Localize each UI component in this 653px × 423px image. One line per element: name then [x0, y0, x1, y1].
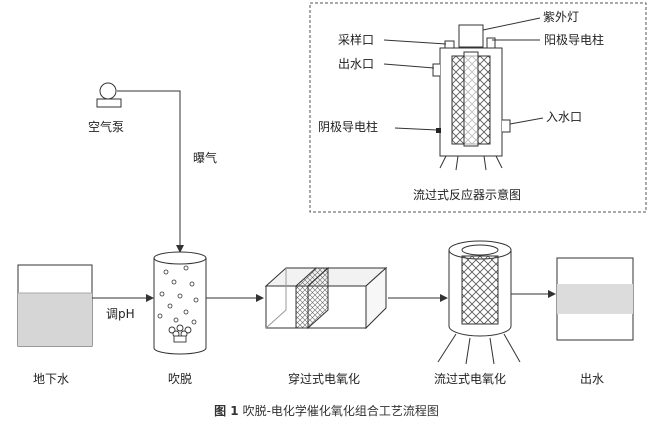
label-anode-column: 阳极导电柱: [544, 32, 604, 47]
label-water-inlet: 入水口: [546, 110, 582, 124]
leader-outlet: [383, 63, 435, 69]
label-adjust-ph: 调pH: [106, 307, 135, 321]
label-cathode-column: 阴极导电柱: [318, 119, 378, 134]
label-air-pump: 空气泵: [88, 119, 124, 134]
stripping-column-top: [153, 251, 207, 265]
groundwater-level: [18, 293, 92, 346]
cathode-terminal: [436, 128, 441, 133]
inlet-nozzle: [502, 119, 511, 133]
label-effluent: 出水: [580, 372, 604, 386]
flow-by-reactor: 流过式电氧化: [434, 240, 521, 386]
label-flow-by-electro: 流过式电氧化: [434, 372, 506, 386]
reactor-inner-top: [461, 244, 499, 256]
reactor-legs: [439, 155, 503, 171]
box-side: [365, 266, 387, 330]
flow-through-reactor: 穿过式电氧化: [264, 266, 388, 386]
label-groundwater: 地下水: [33, 372, 69, 386]
aerator-diffuser: [168, 324, 192, 343]
figure-caption-text: 吹脱-电化学催化氧化组合工艺流程图: [242, 404, 439, 418]
label-flow-through-electro: 穿过式电氧化: [288, 371, 360, 386]
leader-cathode: [394, 127, 438, 131]
air-pump-base: [96, 98, 122, 108]
schematic-dashed-border: [309, 2, 647, 213]
stripping-column: 吹脱: [153, 251, 207, 386]
air-bubbles: [157, 265, 199, 325]
label-water-outlet: 出水口: [338, 57, 374, 71]
box-left-edge: [265, 268, 287, 329]
aeration-line: [117, 90, 184, 253]
leader-inlet: [509, 117, 544, 125]
groundwater-tank: 地下水: [17, 264, 93, 386]
figure-number: 图 1: [214, 404, 239, 418]
label-uv-lamp: 紫外灯: [543, 10, 579, 24]
air-pump-icon: [99, 82, 117, 100]
label-reactor-schematic: 流过式反应器示意图: [413, 187, 521, 202]
label-sampling-port: 采样口: [338, 32, 374, 47]
effluent-level: [557, 284, 633, 314]
reactor-mesh-core: [461, 255, 499, 325]
reactor-schematic-panel: 紫外灯 采样口 阳极导电柱 出水口 入水口 阴极导电柱 流过式反应器示意图: [309, 2, 647, 213]
leader-sampling-port: [383, 39, 447, 45]
electrode-mesh-panel-2: [307, 266, 329, 330]
uv-lamp-cap: [458, 24, 484, 48]
label-stripping: 吹脱: [168, 371, 192, 386]
process-flow-diagram: 紫外灯 采样口 阳极导电柱 出水口 入水口 阴极导电柱 流过式反应器示意图 空气…: [17, 2, 647, 386]
leader-uv-lamp: [482, 17, 541, 31]
reactor-legs-main: [437, 333, 521, 365]
air-pump-group: 空气泵 曝气: [88, 82, 217, 253]
outlet-nozzle: [432, 63, 440, 77]
label-aeration: 曝气: [193, 150, 217, 165]
effluent-tank: 出水: [556, 257, 634, 386]
uv-lamp-tube: [463, 51, 479, 147]
